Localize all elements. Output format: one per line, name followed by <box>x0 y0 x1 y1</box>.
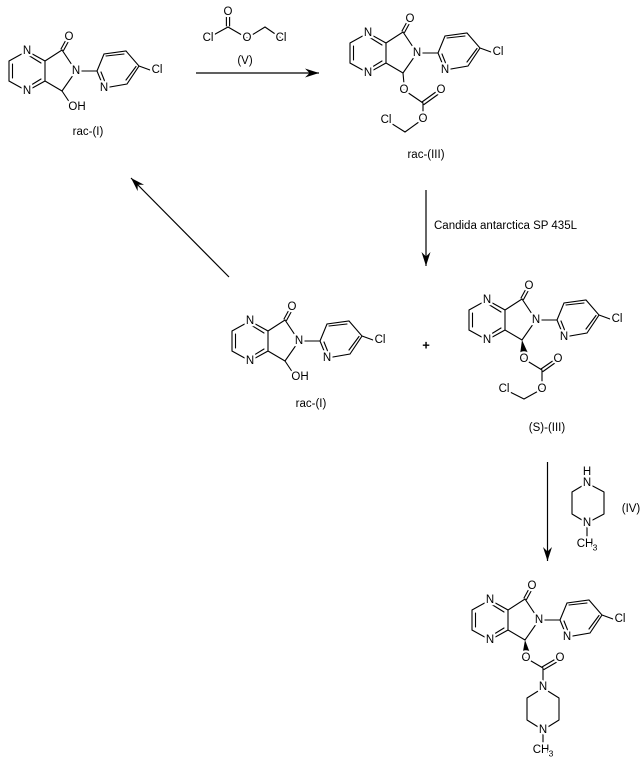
nh-hydrogen-label: H <box>583 466 591 478</box>
reagent-v-bonds <box>207 26 282 39</box>
ester-oxygen-label: O <box>538 383 547 395</box>
oxygen-label: O <box>243 32 252 44</box>
ester-oxygen-label: O <box>419 113 428 125</box>
bicyclic-core <box>350 13 503 79</box>
carbamate-carbonyl-double <box>541 656 561 671</box>
carbonyl-oxygen-label: O <box>554 353 563 365</box>
nitrogen-label: N <box>583 477 591 489</box>
ester-oxygen-label: O <box>522 652 531 664</box>
caption-s-iii: (S)-(III) <box>529 422 566 434</box>
carbonate-chain-bonds <box>385 72 424 133</box>
methyl-label: CH <box>577 538 594 550</box>
carbonyl-oxygen-label: O <box>556 652 565 664</box>
c7-oh-bond <box>61 90 71 104</box>
reagent-v: Cl O O Cl (V) <box>200 4 288 67</box>
plus-operator: + <box>422 338 430 353</box>
ester-oxygen-label: O <box>520 353 529 365</box>
bicyclic-core <box>469 280 622 346</box>
bicyclic-core <box>232 301 385 367</box>
carbamate-and-piperazine-bonds <box>525 657 560 744</box>
oxygen-label: O <box>224 6 233 18</box>
methyl-subscript: 3 <box>549 749 554 759</box>
structure-rac-iii: O O O Cl rac-(III) <box>350 13 503 161</box>
nitrogen-label: N <box>539 724 547 736</box>
structure-product: O O N N CH 3 <box>472 580 625 760</box>
carbonate-carbonyl-double <box>421 88 441 106</box>
bicyclic-core <box>9 31 162 97</box>
reagent-iv-label: (IV) <box>622 503 641 515</box>
chlorine-label: Cl <box>499 383 510 395</box>
carbonate-chain-bonds <box>503 358 543 400</box>
hydroxyl-label: OH <box>68 101 85 113</box>
caption-rac-iii: rac-(III) <box>407 149 444 161</box>
caption-rac-i-top: rac-(I) <box>73 126 104 138</box>
caption-rac-i-mid: rac-(I) <box>296 398 327 410</box>
carbonyl-oxygen-label: O <box>437 84 446 96</box>
methyl-subscript: 3 <box>593 543 598 553</box>
structure-rac-i-top: OH rac-(I) <box>9 31 162 138</box>
bicyclic-core <box>472 580 625 646</box>
stereo-wedge-bond <box>520 340 528 353</box>
reagent-iv: H N N CH 3 (IV) <box>571 464 641 554</box>
nitrogen-label: N <box>539 681 547 693</box>
arrow-recycle <box>130 177 230 278</box>
enzyme-step: Candida antarctica SP 435L <box>421 190 578 266</box>
enzyme-label: Candida antarctica SP 435L <box>434 220 578 232</box>
methyl-label: CH <box>533 744 550 756</box>
reagent-v-carbonyl-double <box>225 15 231 27</box>
nitrogen-label: N <box>583 517 591 529</box>
carbonate-carbonyl-double <box>540 357 558 373</box>
piperazine-ring-bonds <box>571 482 605 538</box>
stereo-wedge-bond <box>522 640 530 653</box>
structure-rac-i-mid: OH rac-(I) <box>232 301 385 410</box>
ester-oxygen-label: O <box>400 84 409 96</box>
chlorine-label: Cl <box>381 114 392 126</box>
chlorine-label: Cl <box>276 32 287 44</box>
structure-s-iii: O O O Cl (S)-(III) <box>469 280 622 434</box>
hydroxyl-label: OH <box>291 371 308 383</box>
c7-oh-bond <box>284 360 294 374</box>
chlorine-label: Cl <box>203 32 214 44</box>
reagent-v-label: (V) <box>237 55 253 67</box>
